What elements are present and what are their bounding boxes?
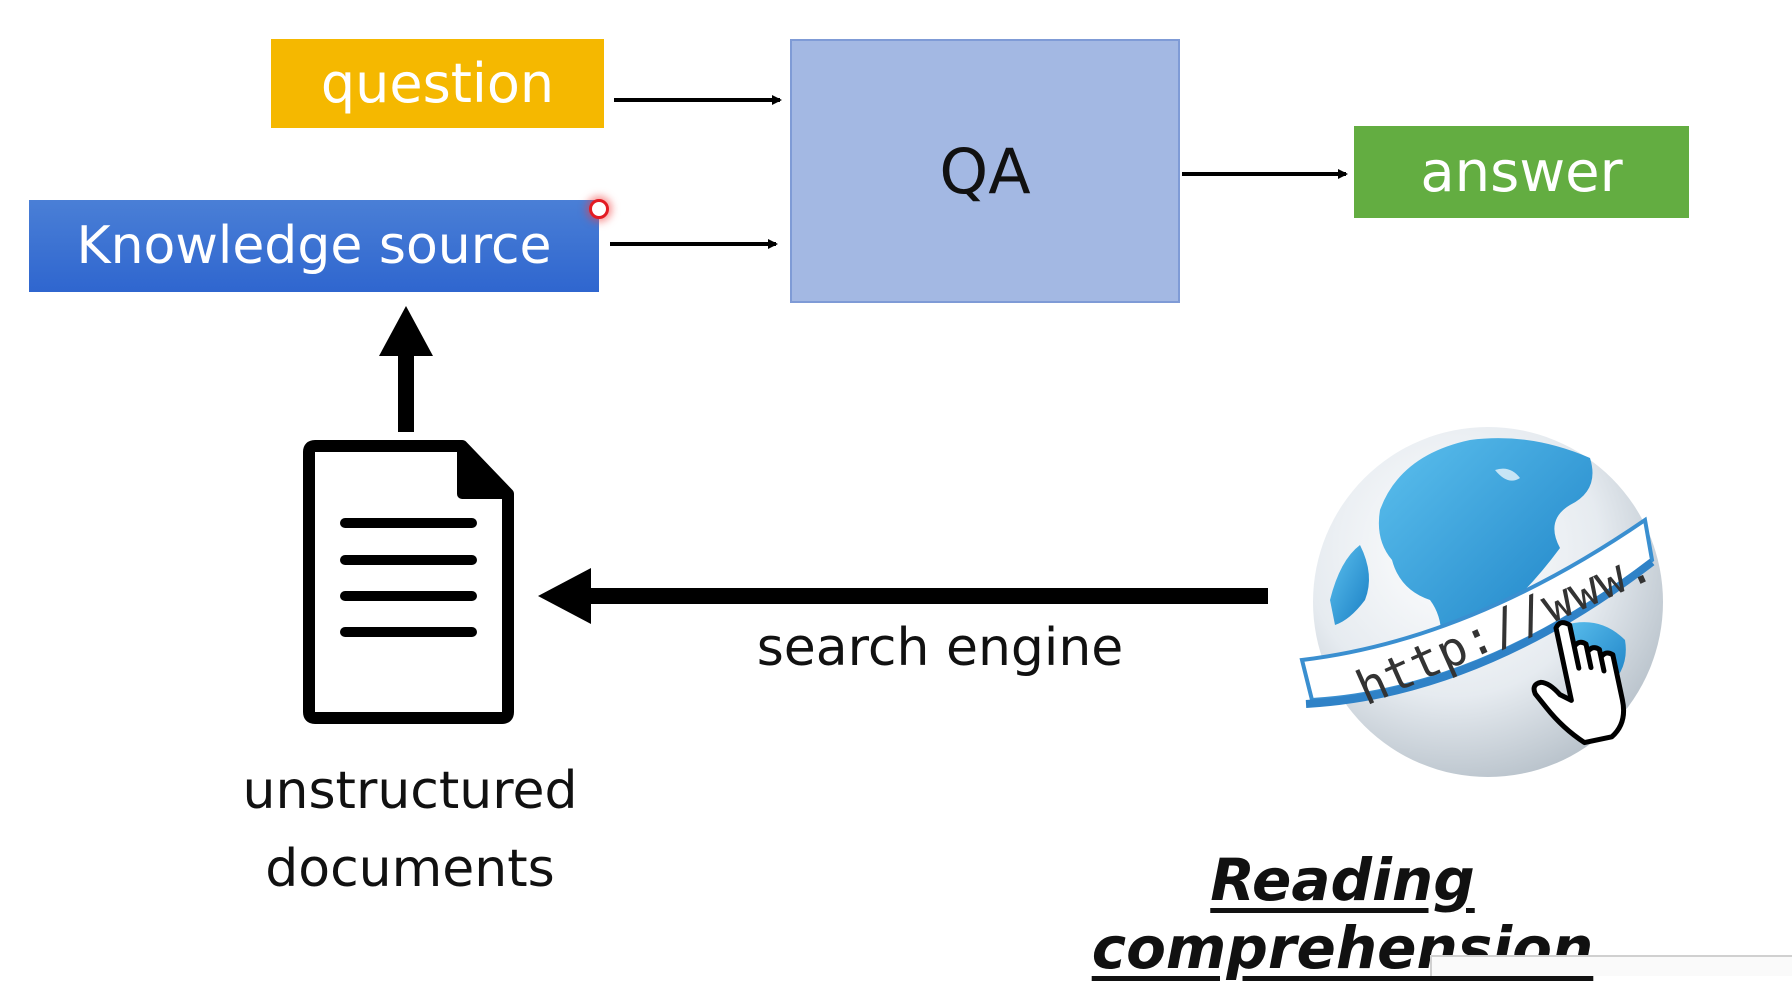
question-node: question [271,39,604,128]
documents-label-line2: documents [265,839,555,899]
knowledge-source-label: Knowledge source [76,216,552,276]
knowledge-source-node: Knowledge source [29,200,599,292]
documents-to-knowledge-arrow [379,306,433,432]
question-label: question [320,52,555,115]
search-engine-arrow [538,568,1268,624]
corner-overlay-tab [1430,955,1792,976]
answer-label: answer [1420,139,1623,205]
answer-node: answer [1354,126,1689,218]
qa-node: QA [790,39,1180,303]
qa-label: QA [939,134,1031,208]
documents-label-line1: unstructured [242,761,578,821]
search-engine-label: search engine [756,618,1124,678]
unstructured-documents-label: unstructured documents [190,752,630,908]
mouse-cursor-marker [589,199,609,219]
